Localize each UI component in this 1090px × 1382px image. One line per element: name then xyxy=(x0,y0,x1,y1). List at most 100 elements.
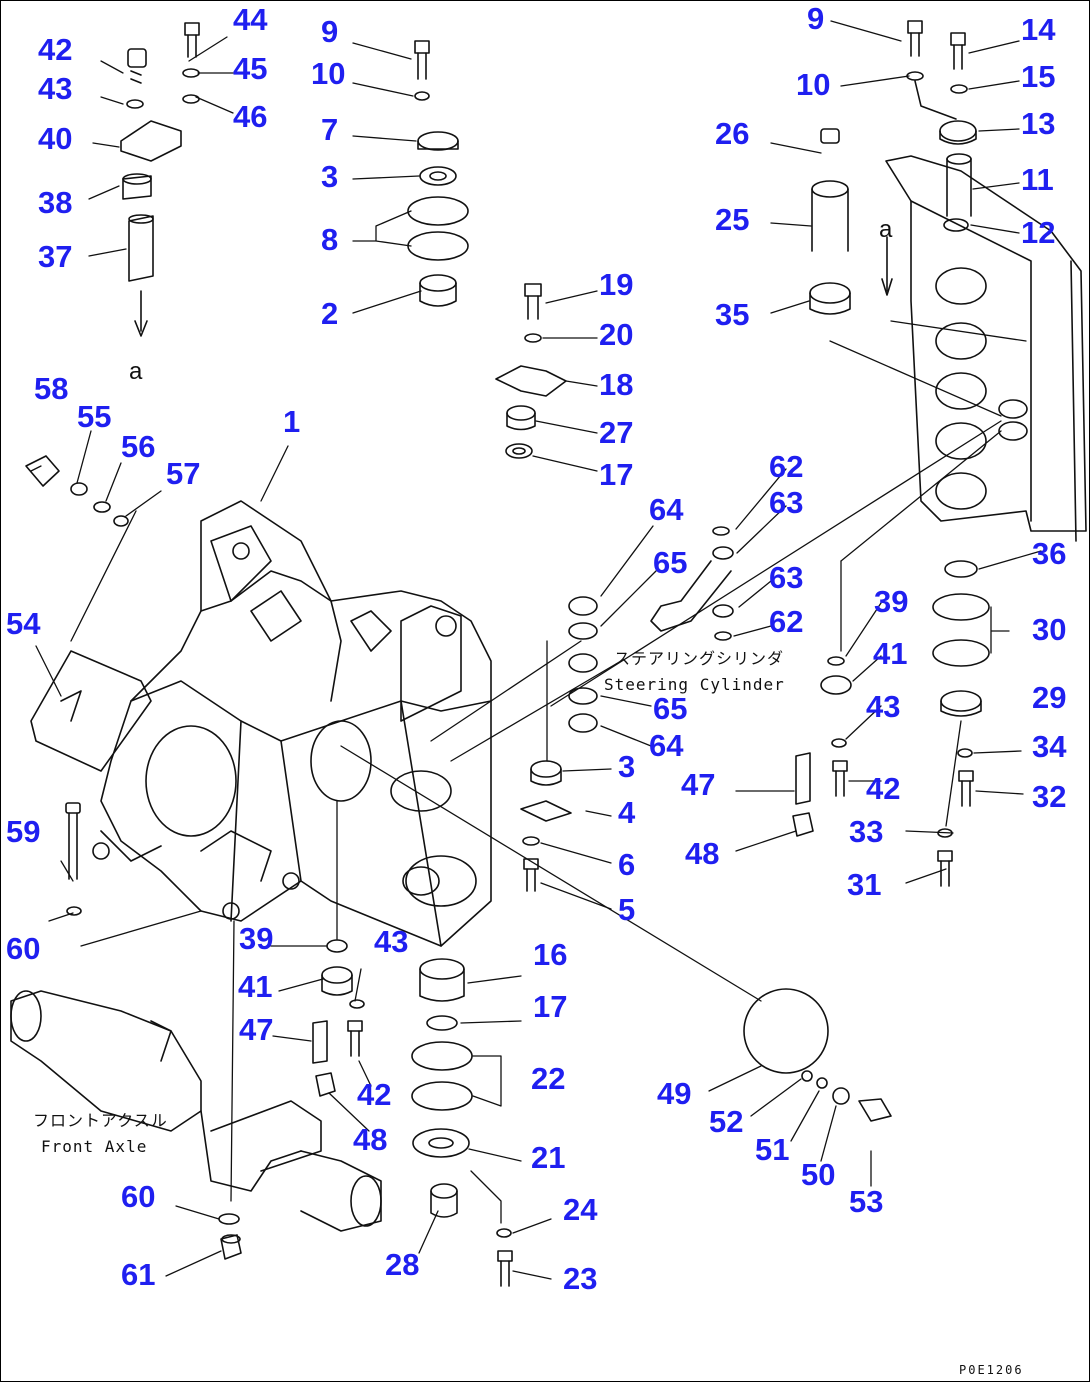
callout-43: 43 xyxy=(866,689,901,724)
left-top-parts xyxy=(120,22,200,337)
callout-57: 57 xyxy=(166,456,201,491)
callout-52: 52 xyxy=(709,1104,744,1139)
callout-13: 13 xyxy=(1021,106,1056,141)
callout-23: 23 xyxy=(563,1261,598,1296)
callout-4: 4 xyxy=(618,795,636,830)
callout-5: 5 xyxy=(618,892,636,927)
callout-17: 17 xyxy=(599,457,634,492)
drawing-code: P0E1206 xyxy=(959,1363,1024,1377)
cover-plate-part xyxy=(30,650,152,772)
callout-55: 55 xyxy=(77,399,112,434)
center-top-parts xyxy=(407,40,469,307)
callout-20: 20 xyxy=(599,317,634,352)
callout-10: 10 xyxy=(796,67,831,102)
callout-51: 51 xyxy=(755,1132,790,1167)
ref-letter-a-right: a xyxy=(879,216,893,243)
callout-48: 48 xyxy=(353,1122,388,1157)
ref-letter-a-left: a xyxy=(129,358,143,385)
right-top-parts xyxy=(809,20,977,315)
callout-24: 24 xyxy=(563,1192,598,1227)
callout-48: 48 xyxy=(685,836,720,871)
callout-29: 29 xyxy=(1032,680,1067,715)
callout-22: 22 xyxy=(531,1061,566,1096)
callout-8: 8 xyxy=(321,222,339,257)
callout-19: 19 xyxy=(599,267,634,302)
callout-47: 47 xyxy=(239,1012,274,1047)
callout-38: 38 xyxy=(38,185,73,220)
note-axle-jp: フロントアクスル xyxy=(33,1111,168,1130)
callout-42: 42 xyxy=(357,1077,392,1112)
callout-28: 28 xyxy=(385,1247,420,1282)
callout-56: 56 xyxy=(121,429,156,464)
callout-3: 3 xyxy=(321,159,339,194)
callout-14: 14 xyxy=(1021,12,1056,47)
callout-31: 31 xyxy=(847,867,882,902)
callout-35: 35 xyxy=(715,297,750,332)
callout-47: 47 xyxy=(681,767,716,802)
callout-1: 1 xyxy=(283,404,301,439)
callout-15: 15 xyxy=(1021,59,1056,94)
callout-64: 64 xyxy=(649,492,684,527)
callout-2: 2 xyxy=(321,296,339,331)
callout-54: 54 xyxy=(6,606,41,641)
callout-43: 43 xyxy=(38,71,73,106)
callout-21: 21 xyxy=(531,1140,566,1175)
callout-43: 43 xyxy=(374,924,409,959)
cylinder-pin-parts xyxy=(520,526,734,892)
callout-40: 40 xyxy=(38,121,73,156)
callout-34: 34 xyxy=(1032,729,1067,764)
callout-17: 17 xyxy=(533,989,568,1024)
callout-58: 58 xyxy=(34,371,69,406)
callout-65: 65 xyxy=(653,545,688,580)
callout-63: 63 xyxy=(769,560,804,595)
steering-housing xyxy=(885,155,1087,542)
callout-26: 26 xyxy=(715,116,750,151)
callout-18: 18 xyxy=(599,367,634,402)
callout-33: 33 xyxy=(849,814,884,849)
callout-50: 50 xyxy=(801,1157,836,1192)
callout-9: 9 xyxy=(321,14,339,49)
callout-10: 10 xyxy=(311,56,346,91)
callout-46: 46 xyxy=(233,99,268,134)
callout-39: 39 xyxy=(874,584,909,619)
callout-11: 11 xyxy=(1021,162,1054,197)
callout-37: 37 xyxy=(38,239,73,274)
callout-63: 63 xyxy=(769,485,804,520)
callout-32: 32 xyxy=(1032,779,1067,814)
callout-41: 41 xyxy=(238,969,273,1004)
note-steering-en: Steering Cylinder xyxy=(604,675,785,694)
callout-60: 60 xyxy=(6,931,41,966)
right-middle-parts xyxy=(792,560,990,887)
callout-62: 62 xyxy=(769,604,804,639)
callout-12: 12 xyxy=(1021,215,1056,250)
callout-6: 6 xyxy=(618,847,636,882)
callout-61: 61 xyxy=(121,1257,156,1292)
callout-9: 9 xyxy=(807,1,825,36)
callout-25: 25 xyxy=(715,202,750,237)
callout-30: 30 xyxy=(1032,612,1067,647)
callout-16: 16 xyxy=(533,937,568,972)
callout-27: 27 xyxy=(599,415,634,450)
callout-53: 53 xyxy=(849,1184,884,1219)
callout-42: 42 xyxy=(38,32,73,67)
callout-59: 59 xyxy=(6,814,41,849)
leader-lines xyxy=(30,20,1042,1280)
callout-36: 36 xyxy=(1032,536,1067,571)
callout-49: 49 xyxy=(657,1076,692,1111)
callout-42: 42 xyxy=(866,771,901,806)
plate-parts-17-20 xyxy=(495,283,567,459)
callout-60: 60 xyxy=(121,1179,156,1214)
callout-41: 41 xyxy=(873,636,908,671)
note-steering-jp: ステアリングシリンダ xyxy=(614,649,785,668)
callout-64: 64 xyxy=(649,728,684,763)
callout-3: 3 xyxy=(618,749,636,784)
bottom-left-parts xyxy=(312,939,365,1097)
callout-45: 45 xyxy=(233,51,268,86)
callout-62: 62 xyxy=(769,449,804,484)
main-frame-part xyxy=(92,500,492,947)
callout-7: 7 xyxy=(321,112,339,147)
note-axle-en: Front Axle xyxy=(41,1137,148,1156)
callout-39: 39 xyxy=(239,921,274,956)
